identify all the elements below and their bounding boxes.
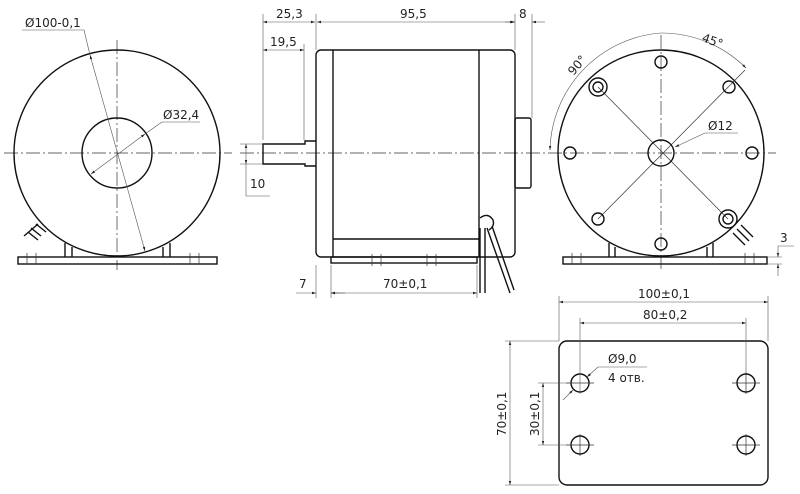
hole-spacing-x-label: 80±0,2 xyxy=(643,308,687,322)
flange-offset-label: 7 xyxy=(299,277,307,291)
shaft-total-label: 25,3 xyxy=(276,7,303,21)
outer-diameter-label: Ø100-0,1 xyxy=(25,16,81,30)
hole-count-label: 4 отв. xyxy=(608,371,645,385)
angle-45-label: 45° xyxy=(700,31,725,51)
side-view: 25,3 95,5 8 19,5 10 7 70±0,1 xyxy=(240,7,548,298)
center-diameter-label: Ø12 xyxy=(708,119,733,133)
angle-90-label: 90° xyxy=(565,53,589,78)
shaft-diameter-label: 10 xyxy=(250,177,265,191)
base-plan: 100±0,1 80±0,2 70±0,1 30±0,1 Ø9,0 4 отв. xyxy=(495,287,769,486)
plate-height-label: 70±0,1 xyxy=(495,392,509,436)
hole-diameter-label: Ø9,0 xyxy=(608,352,637,366)
plate-width-label: 100±0,1 xyxy=(638,287,690,301)
rear-boss-label: 8 xyxy=(519,7,527,21)
base-length-label: 70±0,1 xyxy=(383,277,427,291)
shaft-length-label: 19,5 xyxy=(270,35,297,49)
body-length-label: 95,5 xyxy=(400,7,427,21)
hole-spacing-y-label: 30±0,1 xyxy=(528,392,542,436)
base-thickness-label: 3 xyxy=(780,231,788,245)
mounting-holes xyxy=(563,55,759,251)
rear-view: 90° 45° Ø12 3 xyxy=(548,31,794,276)
inner-diameter-label: Ø32,4 xyxy=(163,108,199,122)
front-view: Ø100-0,1 Ø32,4 xyxy=(4,16,232,270)
